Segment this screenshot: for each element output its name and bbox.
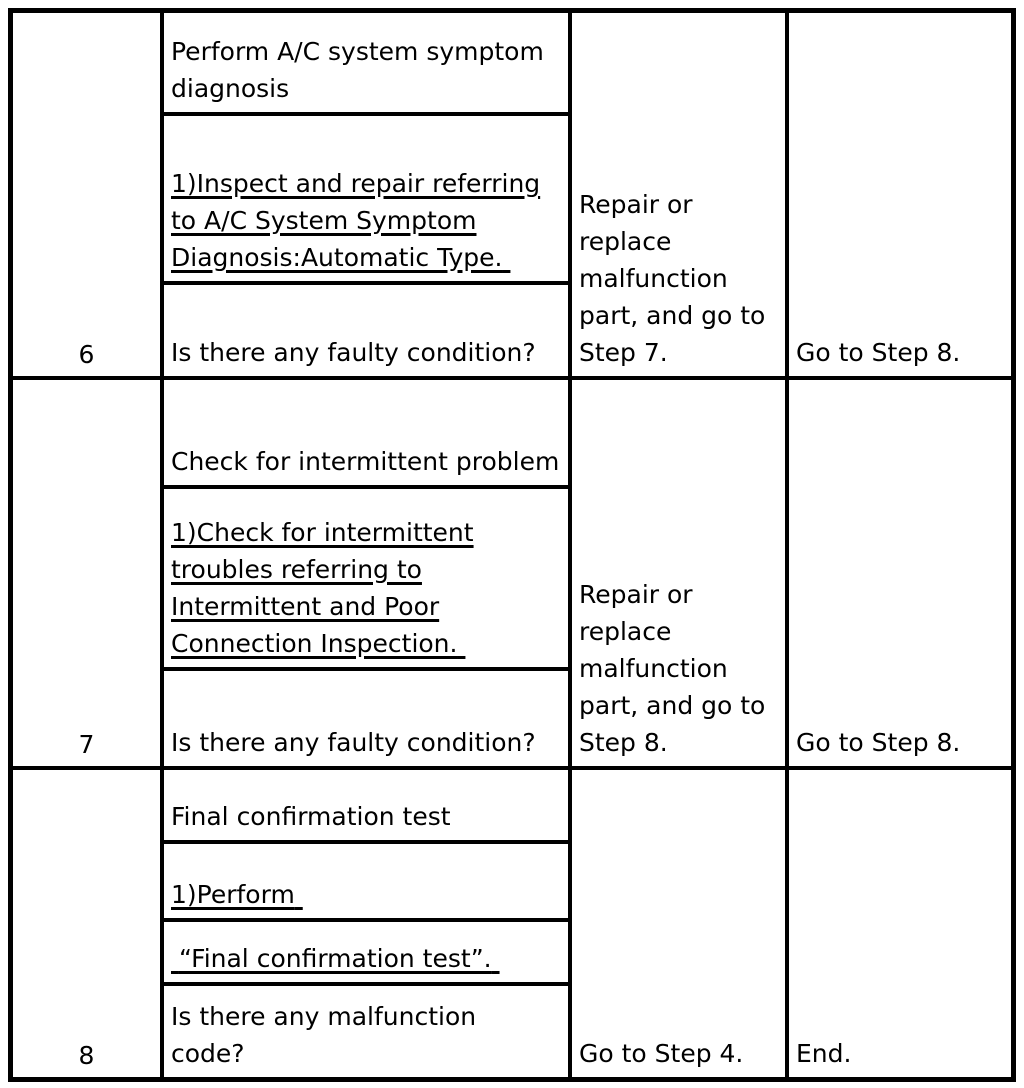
table-row-step-7: 7 Check for intermittent problem 1)Check… (13, 380, 1011, 766)
question-cell: Is there any malfunction code? (164, 986, 568, 1077)
yes-action-cell: Go to Step 4. (572, 770, 785, 1077)
diagnostic-procedure-table: 6 Perform A/C system symptom diagnosis 1… (8, 8, 1016, 1082)
action-reference-cell: 1)Check for intermittent troubles referr… (164, 489, 568, 667)
no-action-text: Go to Step 8. (796, 338, 961, 367)
action-cell: Check for intermittent problem 1)Check f… (164, 380, 568, 766)
yes-action-text: Go to Step 4. (579, 1039, 744, 1068)
question-cell: Is there any faulty condition? (164, 285, 568, 376)
yes-action-cell: Repair or replace malfunction part, and … (572, 380, 785, 766)
no-action-text: End. (796, 1039, 852, 1068)
step-number-cell: 6 (13, 13, 160, 376)
action-reference-cell: 1)Perform (164, 844, 568, 918)
no-action-cell: End. (789, 770, 1011, 1077)
reference-link[interactable]: 1)Inspect and repair referring to A/C Sy… (171, 169, 541, 272)
table-row-step-8: 8 Final confirmation test 1)Perform “Fin… (13, 770, 1011, 1077)
reference-link[interactable]: 1)Perform (171, 880, 295, 909)
question-cell: Is there any faulty condition? (164, 671, 568, 766)
action-title-cell: Perform A/C system symptom diagnosis (164, 13, 568, 112)
action-title: Check for intermittent problem (171, 447, 560, 476)
yes-action-cell: Repair or replace malfunction part, and … (572, 13, 785, 376)
action-title: Final confirmation test (171, 802, 451, 831)
yes-action-text: Repair or replace malfunction part, and … (579, 580, 766, 757)
action-title-cell: Final confirmation test (164, 770, 568, 840)
action-reference-cell: 1)Inspect and repair referring to A/C Sy… (164, 116, 568, 281)
no-action-text: Go to Step 8. (796, 728, 961, 757)
step-number: 8 (78, 1041, 95, 1070)
yes-action-text: Repair or replace malfunction part, and … (579, 190, 766, 367)
step-number: 6 (78, 340, 95, 369)
no-action-cell: Go to Step 8. (789, 13, 1011, 376)
no-action-cell: Go to Step 8. (789, 380, 1011, 766)
step-number: 7 (78, 730, 95, 759)
reference-link-quoted[interactable]: “Final confirmation test”. (178, 944, 492, 973)
question-text: Is there any faulty condition? (171, 728, 536, 757)
action-cell: Final confirmation test 1)Perform “Final… (164, 770, 568, 1077)
reference-link[interactable]: 1)Check for intermittent troubles referr… (171, 518, 474, 658)
table-row-step-6: 6 Perform A/C system symptom diagnosis 1… (13, 13, 1011, 376)
action-reference-cell-2: “Final confirmation test”. (164, 922, 568, 982)
action-title-cell: Check for intermittent problem (164, 380, 568, 485)
step-number-cell: 8 (13, 770, 160, 1077)
question-text: Is there any faulty condition? (171, 338, 536, 367)
action-title: Perform A/C system symptom diagnosis (171, 37, 544, 103)
action-cell: Perform A/C system symptom diagnosis 1)I… (164, 13, 568, 376)
step-number-cell: 7 (13, 380, 160, 766)
question-text: Is there any malfunction code? (171, 1002, 477, 1068)
